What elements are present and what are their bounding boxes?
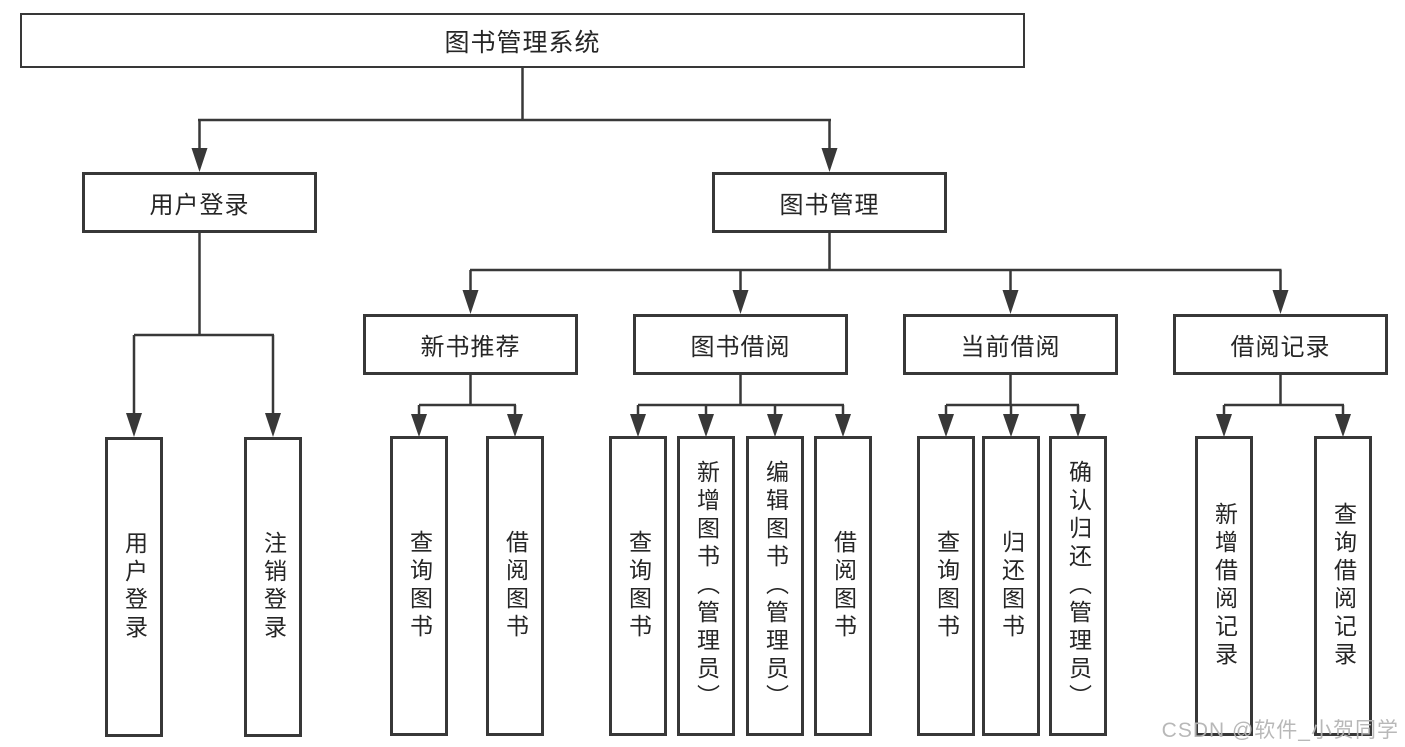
node-root: 图书管理系统 — [20, 13, 1025, 68]
node-book-management-label: 图书管理 — [779, 192, 880, 219]
leaf-user-login: 用户登录 — [105, 437, 163, 737]
leaf-current-query-book-label: 查询图书 — [933, 530, 960, 642]
node-root-label: 图书管理系统 — [444, 28, 601, 57]
leaf-recommend-borrow-book: 借阅图书 — [486, 436, 544, 736]
leaf-user-login-label: 用户登录 — [121, 531, 148, 643]
leaf-logout-label: 注销登录 — [260, 531, 287, 643]
leaf-record-query-label: 查询借阅记录 — [1330, 502, 1357, 670]
leaf-recommend-query-book: 查询图书 — [390, 436, 448, 736]
leaf-recommend-borrow-book-label: 借阅图书 — [502, 530, 529, 642]
leaf-current-return-book-label: 归还图书 — [998, 530, 1025, 642]
node-new-book-recommend-label: 新书推荐 — [420, 334, 521, 361]
node-current-borrow-label: 当前借阅 — [960, 334, 1061, 361]
leaf-record-add: 新增借阅记录 — [1195, 436, 1253, 736]
leaf-borrow-query-book-label: 查询图书 — [625, 530, 652, 642]
node-current-borrow: 当前借阅 — [903, 314, 1118, 375]
leaf-logout: 注销登录 — [244, 437, 302, 737]
leaf-current-return-book: 归还图书 — [982, 436, 1040, 736]
connector-book-borrow-branch — [630, 375, 851, 437]
node-book-management: 图书管理 — [712, 172, 947, 233]
connector-root-to-level2 — [191, 68, 838, 172]
leaf-borrow-query-book: 查询图书 — [609, 436, 667, 736]
connector-borrow-record-branch — [1216, 375, 1351, 437]
leaf-borrow-add-book-label: 新增图书（管理员） — [693, 460, 720, 712]
node-borrow-record: 借阅记录 — [1173, 314, 1388, 375]
leaf-record-query: 查询借阅记录 — [1314, 436, 1372, 736]
leaf-current-query-book: 查询图书 — [917, 436, 975, 736]
leaf-borrow-borrow-book-label: 借阅图书 — [830, 530, 857, 642]
watermark-text: CSDN @软件_小贺同学 — [1161, 719, 1399, 742]
node-new-book-recommend: 新书推荐 — [363, 314, 578, 375]
leaf-borrow-borrow-book: 借阅图书 — [814, 436, 872, 736]
leaf-record-add-label: 新增借阅记录 — [1211, 502, 1238, 670]
connector-new-book-recommend-branch — [411, 375, 523, 437]
node-user-login-label: 用户登录 — [149, 192, 250, 219]
connector-current-borrow-branch — [938, 375, 1086, 437]
leaf-current-confirm-return: 确认归还（管理员） — [1049, 436, 1107, 736]
node-book-borrow: 图书借阅 — [633, 314, 848, 375]
node-user-login: 用户登录 — [82, 172, 317, 233]
node-book-borrow-label: 图书借阅 — [690, 334, 791, 361]
leaf-current-confirm-return-label: 确认归还（管理员） — [1065, 460, 1092, 712]
node-borrow-record-label: 借阅记录 — [1230, 334, 1331, 361]
connector-book-management-branch — [462, 233, 1289, 314]
connector-user-login-branch — [126, 233, 281, 437]
leaf-borrow-add-book: 新增图书（管理员） — [677, 436, 735, 736]
leaf-borrow-edit-book-label: 编辑图书（管理员） — [762, 460, 789, 712]
leaf-recommend-query-book-label: 查询图书 — [406, 530, 433, 642]
leaf-borrow-edit-book: 编辑图书（管理员） — [746, 436, 804, 736]
